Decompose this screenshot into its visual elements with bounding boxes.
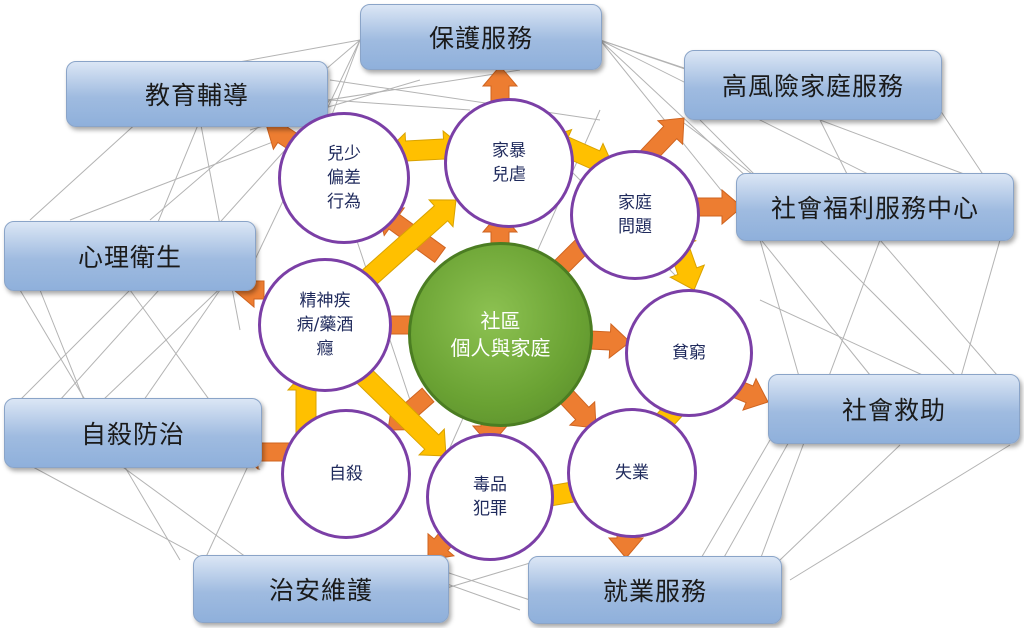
arrow-mental-illness-to-domestic-violence [356,199,457,291]
service-welfare-center-label: 社會福利服務中心 [770,194,979,223]
issue-domestic-violence: 家暴 兒虐 [444,98,574,228]
issue-youth-deviance: 兒少 偏差 行為 [278,112,410,244]
issue-family-problems-label: 家庭 問題 [618,193,652,237]
service-employment-label: 就業服務 [602,577,707,606]
issue-drug-crime: 毒品 犯罪 [426,433,554,561]
service-mental-health: 心理衛生 [4,221,256,291]
service-public-security: 治安維護 [193,555,449,623]
service-mental-health-label: 心理衛生 [77,243,182,272]
service-protection-label: 保護服務 [428,24,533,53]
issue-unemployment: 失業 [567,408,697,538]
service-social-assistance-label: 社會救助 [841,396,946,425]
issue-poverty-label: 貧窮 [672,343,706,363]
issue-suicide: 自殺 [281,409,411,539]
center-community-label: 社區 個人與家庭 [450,308,551,360]
service-social-assistance: 社會救助 [768,374,1020,444]
service-employment: 就業服務 [528,556,782,624]
service-welfare-center: 社會福利服務中心 [736,173,1014,241]
service-public-security-label: 治安維護 [268,576,373,605]
service-high-risk-family: 高風險家庭服務 [684,50,942,120]
service-high-risk-family-label: 高風險家庭服務 [721,72,904,101]
issue-unemployment-label: 失業 [615,463,649,483]
arrow-center-to-poverty [589,322,631,360]
issue-mental-illness: 精神疾 病/藥酒 癮 [258,258,392,392]
issue-poverty: 貧窮 [625,289,753,417]
service-protection: 保護服務 [360,4,602,70]
issue-domestic-violence-label: 家暴 兒虐 [492,141,526,185]
issue-suicide-label: 自殺 [329,464,363,484]
issue-family-problems: 家庭 問題 [570,150,700,280]
service-suicide-prevention: 自殺防治 [4,398,262,468]
arrow-mental-illness-to-drug-crime [348,360,447,457]
issue-youth-deviance-label: 兒少 偏差 行為 [327,144,361,212]
issue-drug-crime-label: 毒品 犯罪 [473,475,507,519]
issue-mental-illness-label: 精神疾 病/藥酒 癮 [296,291,354,359]
center-community: 社區 個人與家庭 [408,242,593,427]
service-education: 教育輔導 [66,61,328,127]
service-suicide-prevention-label: 自殺防治 [80,420,185,449]
service-education-label: 教育輔導 [144,81,249,110]
arrow-center-to-unemployment [557,388,597,429]
